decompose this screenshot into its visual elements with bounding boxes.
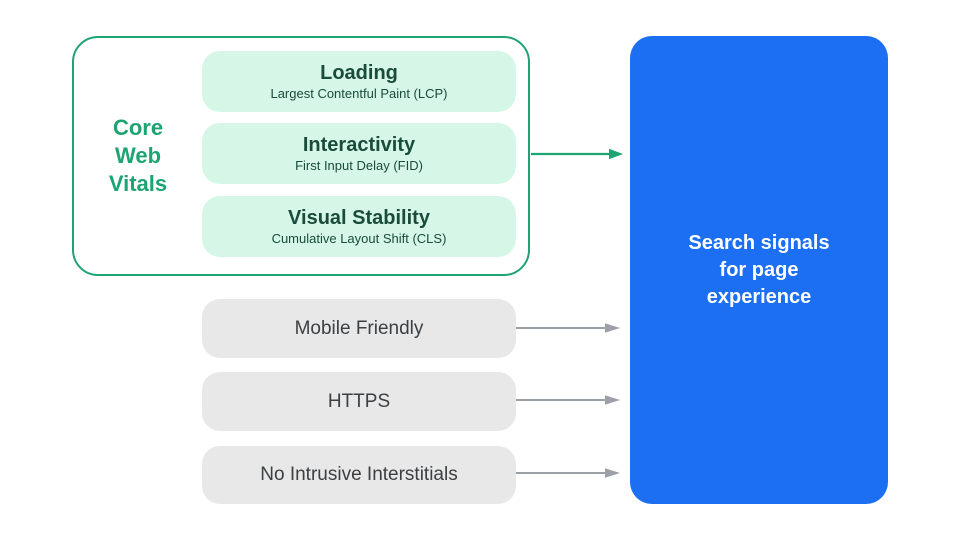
search-signals-panel: Search signals for page experience	[630, 36, 888, 504]
vital-loading-box: Loading Largest Contentful Paint (LCP)	[202, 51, 516, 112]
signal-https-box: HTTPS	[202, 372, 516, 431]
vital-subtitle: Cumulative Layout Shift (CLS)	[271, 231, 447, 246]
search-signals-text-line: for page	[719, 258, 799, 281]
vital-subtitle: Largest Contentful Paint (LCP)	[270, 86, 448, 101]
vital-visual-stability-box: Visual Stability Cumulative Layout Shift…	[202, 196, 516, 257]
signal-mobile-friendly-box: Mobile Friendly	[202, 299, 516, 358]
gray-arrow-right-icon	[516, 395, 620, 405]
signal-label: No Intrusive Interstitials	[260, 464, 458, 485]
gray-arrow-right-icon	[516, 323, 620, 333]
core-web-vitals-label-line: Vitals	[108, 171, 168, 196]
signal-label: HTTPS	[327, 390, 391, 412]
signal-label: Mobile Friendly	[294, 317, 424, 339]
vital-title: Visual Stability	[288, 207, 430, 229]
gray-arrow-right-icon	[516, 468, 620, 478]
search-signals-text-line: experience	[706, 285, 812, 308]
green-arrow-right-icon	[531, 148, 623, 160]
core-web-vitals-label-line: Web	[114, 143, 162, 168]
core-web-vitals-label-line: Core	[112, 115, 164, 140]
core-web-vitals-label: Core Web Vitals	[72, 36, 204, 276]
vital-subtitle: First Input Delay (FID)	[295, 158, 423, 173]
vital-interactivity-box: Interactivity First Input Delay (FID)	[202, 123, 516, 184]
signal-no-interstitials-box: No Intrusive Interstitials	[202, 446, 516, 504]
vital-title: Loading	[320, 62, 398, 84]
search-signals-text-line: Search signals	[688, 231, 830, 254]
vital-title: Interactivity	[302, 134, 416, 156]
